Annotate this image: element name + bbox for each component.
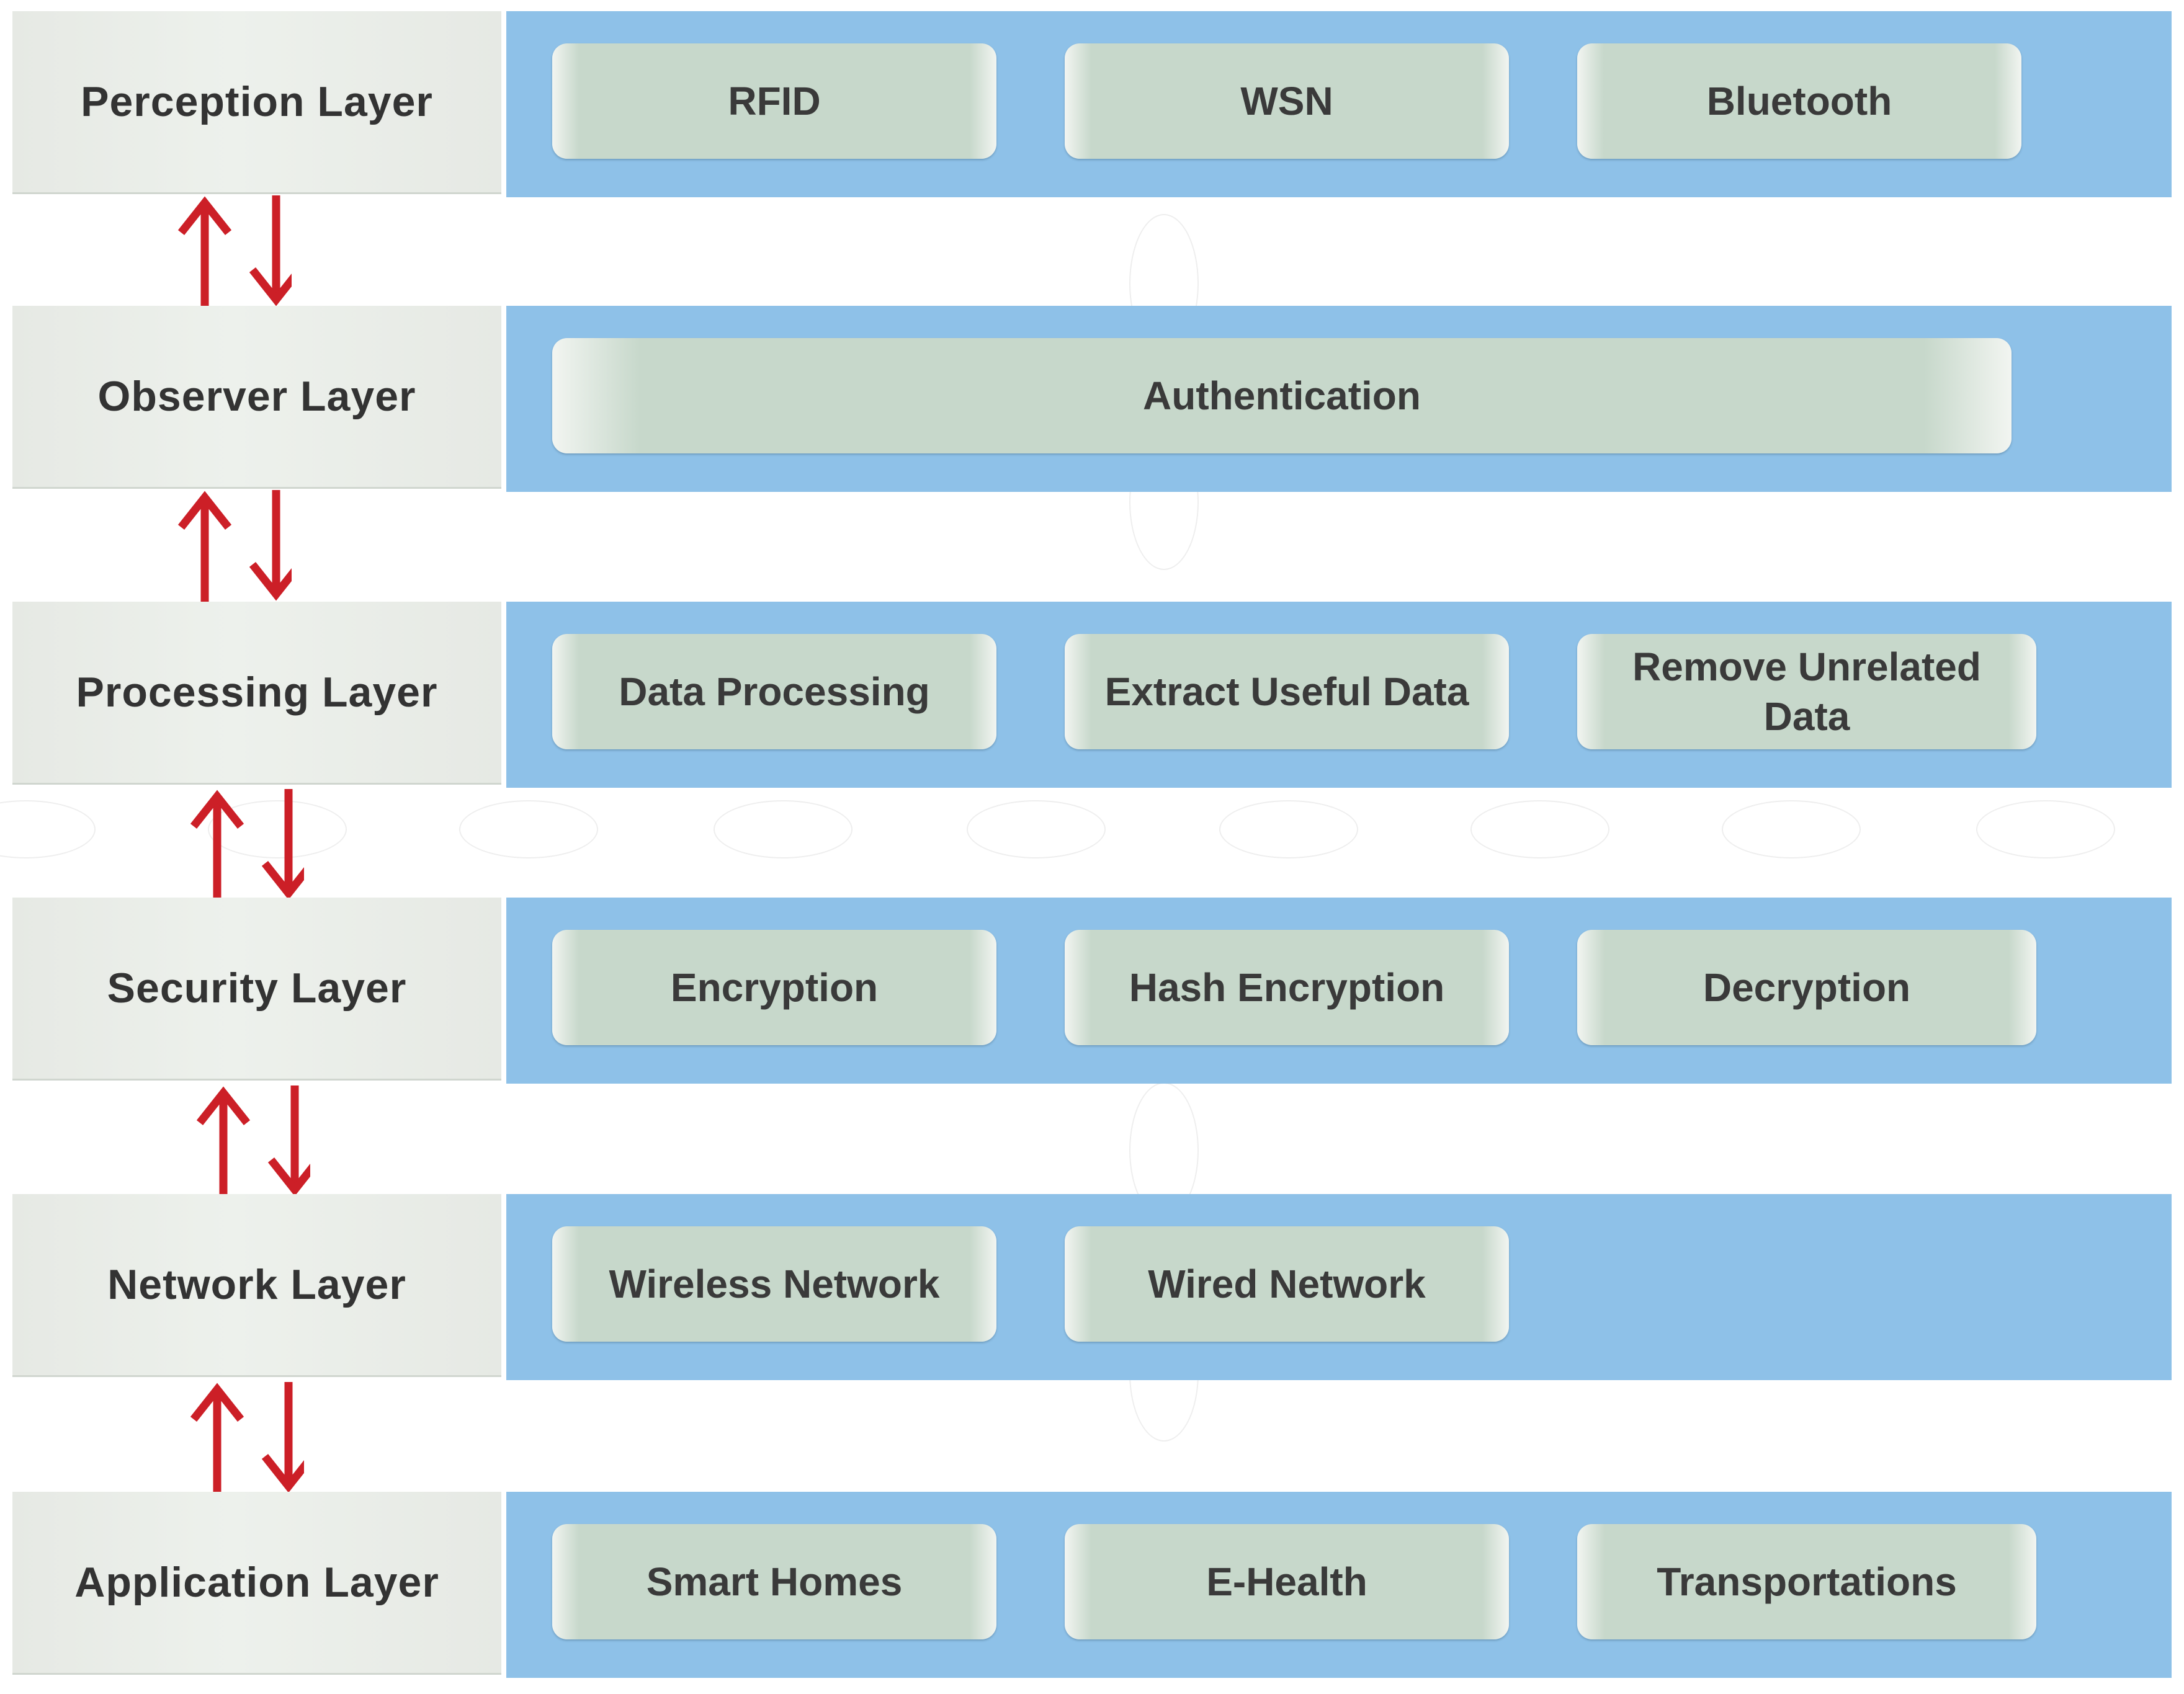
- background-ellipse: [967, 800, 1106, 858]
- module-hash-encryption: Hash Encryption: [1065, 930, 1509, 1045]
- layer-row-network: Network Layer Wireless Network Wired Net…: [12, 1194, 2172, 1380]
- layer-row-security: Security Layer Encryption Hash Encryptio…: [12, 898, 2172, 1084]
- layer-label: Perception Layer: [12, 11, 501, 194]
- down-arrow-icon: [249, 195, 292, 306]
- down-arrow-icon: [261, 1382, 304, 1493]
- layer-row-perception: Perception Layer RFID WSN Bluetooth: [12, 11, 2172, 197]
- layer-row-observer: Observer Layer Authentication: [12, 306, 2172, 492]
- up-arrow-icon: [177, 491, 232, 602]
- module-remove-unrelated-data: Remove Unrelated Data: [1577, 634, 2036, 749]
- layer-band: Encryption Hash Encryption Decryption: [506, 898, 2172, 1084]
- module-transportations: Transportations: [1577, 1524, 2036, 1639]
- layer-row-application: Application Layer Smart Homes E-Health T…: [12, 1492, 2172, 1678]
- layer-band: RFID WSN Bluetooth: [506, 11, 2172, 197]
- up-arrow-icon: [190, 790, 244, 901]
- layer-label: Application Layer: [12, 1492, 501, 1675]
- background-ellipse: [1722, 800, 1861, 858]
- layer-label: Processing Layer: [12, 602, 501, 785]
- bidirectional-arrows: [190, 789, 304, 901]
- layer-label: Observer Layer: [12, 306, 501, 489]
- module-encryption: Encryption: [552, 930, 996, 1045]
- bidirectional-arrows: [177, 195, 292, 307]
- background-ellipse: [1976, 800, 2115, 858]
- module-wired-network: Wired Network: [1065, 1226, 1509, 1342]
- bidirectional-arrows: [190, 1382, 304, 1494]
- module-rfid: RFID: [552, 43, 996, 159]
- module-authentication: Authentication: [552, 338, 2012, 453]
- bidirectional-arrows: [196, 1085, 310, 1197]
- layer-label: Network Layer: [12, 1194, 501, 1377]
- layer-band: Smart Homes E-Health Transportations: [506, 1492, 2172, 1678]
- bidirectional-arrows: [177, 490, 292, 602]
- module-wireless-network: Wireless Network: [552, 1226, 996, 1342]
- module-wsn: WSN: [1065, 43, 1509, 159]
- background-ellipse: [1219, 800, 1358, 858]
- layer-band: Authentication: [506, 306, 2172, 492]
- layer-band: Data Processing Extract Useful Data Remo…: [506, 602, 2172, 788]
- up-arrow-icon: [196, 1086, 251, 1197]
- layer-label: Security Layer: [12, 898, 501, 1081]
- down-arrow-icon: [261, 789, 304, 900]
- down-arrow-icon: [249, 490, 292, 601]
- module-e-health: E-Health: [1065, 1524, 1509, 1639]
- background-ellipse: [459, 800, 598, 858]
- module-data-processing: Data Processing: [552, 634, 996, 749]
- module-bluetooth: Bluetooth: [1577, 43, 2021, 159]
- module-extract-useful-data: Extract Useful Data: [1065, 634, 1509, 749]
- module-smart-homes: Smart Homes: [552, 1524, 996, 1639]
- background-ellipse: [714, 800, 853, 858]
- layer-band: Wireless Network Wired Network: [506, 1194, 2172, 1380]
- up-arrow-icon: [190, 1383, 244, 1494]
- layer-row-processing: Processing Layer Data Processing Extract…: [12, 602, 2172, 788]
- background-ellipse: [208, 800, 347, 858]
- background-ellipse: [1470, 800, 1609, 858]
- up-arrow-icon: [177, 196, 232, 307]
- down-arrow-icon: [267, 1085, 310, 1197]
- background-ellipse: [0, 800, 96, 858]
- module-decryption: Decryption: [1577, 930, 2036, 1045]
